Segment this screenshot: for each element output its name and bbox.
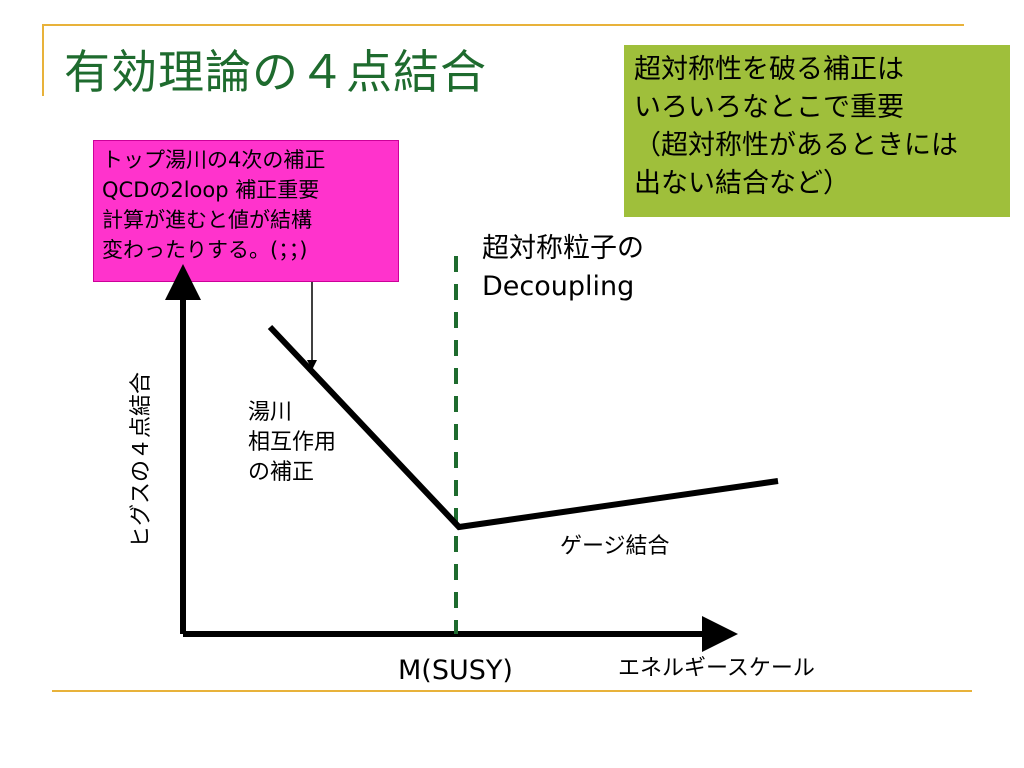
decoupling-label-line-2: Decoupling [482, 271, 635, 302]
note-pink-line-3: 計算が進むと値が結構 [102, 208, 312, 232]
x-axis-label: エネルギースケール [618, 656, 815, 681]
note-pink-box: トップ湯川の4次の補正 QCDの2loop 補正重要 計算が進むと値が結構 変わ… [93, 140, 399, 282]
bottom-rule [52, 690, 972, 692]
yukawa-label-line-3: の補正 [248, 460, 315, 485]
top-rule [42, 24, 964, 26]
note-green-line-1: 超対称性を破る補正は [634, 54, 904, 85]
note-green-box: 超対称性を破る補正は いろいろなとこで重要 （超対称性があるときには 出ない結合… [624, 45, 1010, 217]
decoupling-label-line-1: 超対称粒子の [482, 233, 644, 264]
note-green-line-3: （超対称性があるときには [634, 130, 958, 161]
decoupling-label: 超対称粒子の Decoupling [482, 230, 644, 306]
yukawa-label-line-1: 湯川 [248, 400, 293, 425]
coupling-curve [267, 324, 779, 531]
slide-title: 有効理論の４点結合 [64, 45, 487, 99]
note-green-line-4: 出ない結合など） [634, 168, 850, 199]
yukawa-label-line-2: 相互作用 [248, 430, 337, 455]
gauge-coupling-label: ゲージ結合 [560, 534, 670, 559]
note-pink-line-4: 変わったりする。(；；) [102, 238, 308, 262]
msusy-label: M(SUSY) [398, 655, 513, 686]
note-pink-line-2: QCDの2loop 補正重要 [102, 178, 320, 202]
left-rule [42, 24, 44, 96]
y-axis-label: ヒグスの４点結合 [129, 371, 154, 549]
note-green-line-2: いろいろなとこで重要 [634, 92, 904, 123]
yukawa-label: 湯川 相互作用 の補正 [248, 398, 336, 488]
note-pink-line-1: トップ湯川の4次の補正 [102, 148, 326, 172]
